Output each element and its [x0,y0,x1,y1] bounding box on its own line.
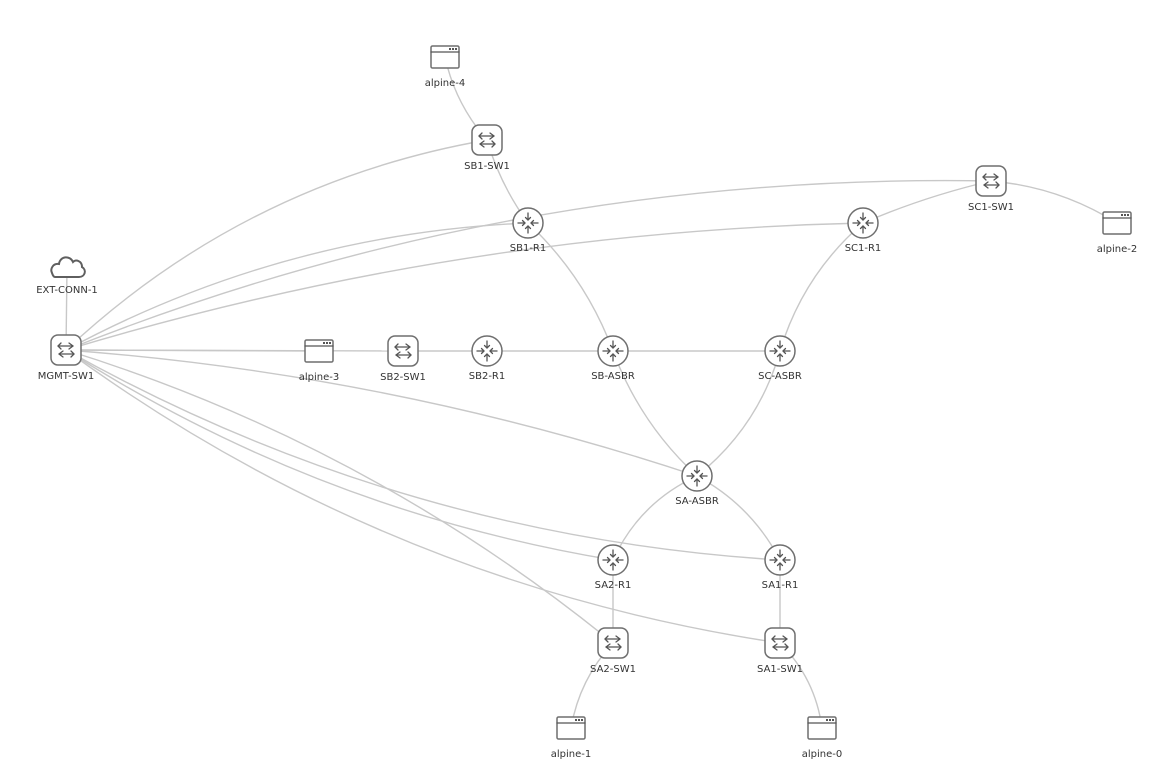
link-MGMT-SW1-to-SB1-SW1[interactable] [65,139,488,351]
link-SC1-R1-to-SC-ASBR[interactable] [779,222,864,352]
node-SA-ASBR[interactable]: SA-ASBR [675,460,719,507]
link-MGMT-SW1-to-SA1-SW1[interactable] [65,349,781,644]
router-icon [512,207,544,239]
router-icon [847,207,879,239]
host-icon [1102,211,1132,235]
router-icon [597,544,629,576]
host-icon [556,716,586,740]
node-label: SA1-SW1 [757,664,803,675]
switch-icon [975,165,1007,197]
node-label: SB1-R1 [510,243,547,254]
router-icon [764,544,796,576]
router-icon [681,460,713,492]
link-SC-ASBR-to-SA-ASBR[interactable] [696,350,781,477]
node-label: EXT-CONN-1 [36,285,98,296]
node-SB1-R1[interactable]: SB1-R1 [510,207,547,254]
node-alpine-1[interactable]: alpine-1 [551,716,592,760]
link-MGMT-SW1-to-SC1-R1[interactable] [65,222,864,351]
router-icon [471,335,503,367]
node-label: MGMT-SW1 [38,371,94,382]
router-icon [597,335,629,367]
switch-icon [387,335,419,367]
node-alpine-4[interactable]: alpine-4 [425,45,466,89]
node-SC1-R1[interactable]: SC1-R1 [845,207,882,254]
switch-icon [50,334,82,366]
node-label: SB1-SW1 [464,161,510,172]
node-label: SC1-SW1 [968,202,1014,213]
node-label: SA-ASBR [675,496,719,507]
node-SA1-SW1[interactable]: SA1-SW1 [757,627,803,675]
node-label: SC1-R1 [845,243,882,254]
node-SC-ASBR[interactable]: SC-ASBR [758,335,802,382]
node-label: alpine-3 [299,372,340,383]
node-label: SA2-R1 [595,580,632,591]
cloud-icon [50,256,86,278]
host-icon [807,716,837,740]
node-label: alpine-4 [425,78,466,89]
links-layer [65,56,1118,729]
node-SC1-SW1[interactable]: SC1-SW1 [968,165,1014,213]
node-SB-ASBR[interactable]: SB-ASBR [591,335,635,382]
link-MGMT-SW1-to-SA2-SW1[interactable] [65,349,614,644]
switch-icon [597,627,629,659]
node-alpine-3[interactable]: alpine-3 [299,339,340,383]
node-label: alpine-1 [551,749,592,760]
node-label: SB-ASBR [591,371,635,382]
node-label: SC-ASBR [758,371,802,382]
node-SB2-SW1[interactable]: SB2-SW1 [380,335,426,383]
link-MGMT-SW1-to-SA-ASBR[interactable] [65,349,698,477]
link-MGMT-SW1-to-SA1-R1[interactable] [65,349,781,561]
node-MGMT-SW1[interactable]: MGMT-SW1 [38,334,94,382]
host-icon [304,339,334,363]
node-SB2-R1[interactable]: SB2-R1 [469,335,506,382]
node-label: SA2-SW1 [590,664,636,675]
node-alpine-2[interactable]: alpine-2 [1097,211,1138,255]
node-SA1-R1[interactable]: SA1-R1 [762,544,799,591]
link-MGMT-SW1-to-SC1-SW1[interactable] [65,179,992,351]
link-SB1-R1-to-SB-ASBR[interactable] [527,222,614,352]
host-icon [430,45,460,69]
node-label: SA1-R1 [762,580,799,591]
switch-icon [764,627,796,659]
node-label: SB2-R1 [469,371,506,382]
link-MGMT-SW1-to-SA2-R1[interactable] [65,349,614,561]
router-icon [764,335,796,367]
node-SA2-R1[interactable]: SA2-R1 [595,544,632,591]
node-SB1-SW1[interactable]: SB1-SW1 [464,124,510,172]
node-SA2-SW1[interactable]: SA2-SW1 [590,627,636,675]
link-MGMT-SW1-to-SB2-SW1[interactable] [65,349,404,352]
link-SA-ASBR-to-SA1-R1[interactable] [696,475,781,561]
node-alpine-0[interactable]: alpine-0 [802,716,843,760]
node-label: SB2-SW1 [380,372,426,383]
node-label: alpine-0 [802,749,843,760]
switch-icon [471,124,503,156]
node-label: alpine-2 [1097,244,1138,255]
link-MGMT-SW1-to-SB1-R1[interactable] [65,222,529,351]
node-EXT-CONN-1[interactable]: EXT-CONN-1 [36,256,98,296]
link-SB-ASBR-to-SA-ASBR[interactable] [612,350,698,477]
